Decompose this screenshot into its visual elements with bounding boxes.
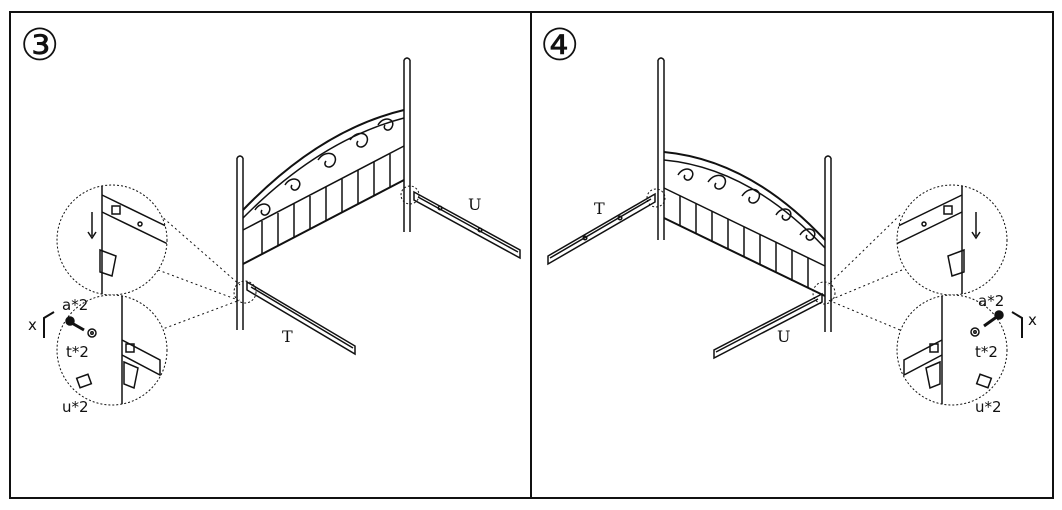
side-rail-u — [713, 292, 823, 360]
part-label-t: t*2 — [975, 343, 998, 361]
detail-view-top — [56, 184, 168, 296]
joint-marker-right — [400, 185, 420, 205]
joint-marker-left — [233, 280, 257, 304]
barrel-nut-icon — [975, 373, 993, 389]
part-label-t: t*2 — [66, 343, 89, 361]
step-number: ④ — [540, 20, 579, 71]
headboard — [657, 57, 832, 332]
part-label-a: a*2 — [62, 296, 88, 314]
side-rail-u — [413, 190, 521, 260]
barrel-nut-icon — [75, 373, 93, 389]
leader-lines — [827, 214, 903, 331]
rail-label-t: T — [282, 327, 293, 346]
step-number: ③ — [20, 20, 59, 71]
leader-lines — [157, 214, 241, 331]
washer-icon — [970, 327, 980, 337]
allen-key-icon — [43, 311, 55, 338]
bolt-icon — [65, 316, 85, 332]
joint-marker-left — [646, 188, 666, 208]
allen-key-icon — [1011, 311, 1023, 338]
bolt-icon — [983, 310, 1004, 328]
rail-label-u: U — [777, 327, 790, 346]
part-label-x: x — [1028, 311, 1037, 329]
part-label-x: x — [28, 316, 37, 334]
part-label-u: u*2 — [62, 398, 89, 416]
side-rail-t — [246, 280, 356, 356]
detail-view-top — [896, 184, 1008, 296]
washer-icon — [87, 328, 97, 338]
panel-step-4: ④ — [540, 20, 1037, 416]
part-label-u: u*2 — [975, 398, 1002, 416]
headboard — [236, 57, 411, 330]
panel-step-3: ③ — [20, 20, 521, 416]
joint-marker-right — [812, 281, 836, 305]
side-rail-t — [547, 192, 656, 266]
rail-label-u: U — [468, 195, 481, 214]
rail-label-t: T — [594, 199, 605, 218]
part-label-a: a*2 — [978, 292, 1004, 310]
